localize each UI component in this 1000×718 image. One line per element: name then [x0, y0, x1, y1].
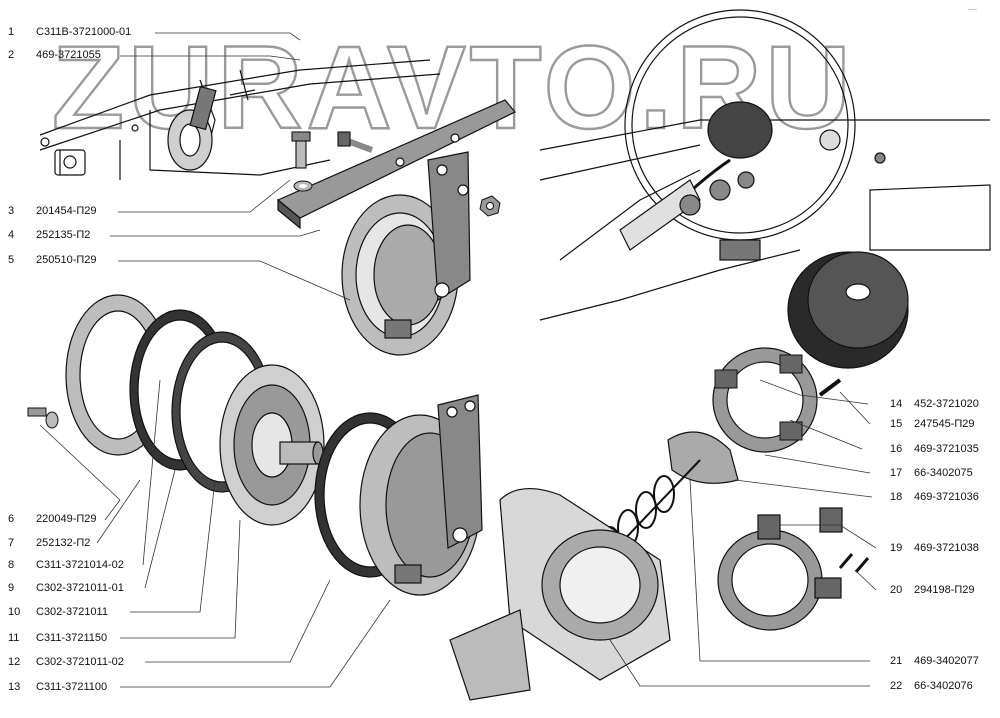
part-label-7: 7 252132-П2: [8, 537, 90, 550]
part-code: С311-3721014-02: [36, 559, 124, 571]
leader-lines: [39, 32, 877, 688]
part-label-9: 9 С302-3721011-01: [8, 582, 124, 595]
part-number: 17: [890, 467, 903, 479]
part-number: 19: [890, 542, 903, 554]
part-number: 22: [890, 680, 903, 692]
part-code: 469-3721036: [914, 491, 979, 503]
part-number: 15: [890, 418, 903, 430]
part-code: С302-3721011-01: [36, 582, 124, 594]
part-number: 11: [8, 632, 20, 644]
part-code: 201454-П29: [36, 205, 97, 217]
part-label-5: 5 250510-П29: [8, 254, 97, 267]
corner-mark: ---: [968, 4, 977, 14]
part-code: 252132-П2: [36, 537, 91, 549]
part-code: 294198-П29: [914, 584, 975, 596]
part-code: 66-3402075: [914, 467, 973, 479]
part-number: 10: [8, 606, 21, 618]
screw-part-15: [818, 378, 842, 397]
part-number: 14: [890, 398, 903, 410]
part-code: 220049-П29: [36, 513, 97, 525]
part-label-15: 15 247545-П29: [890, 418, 975, 431]
part-number: 16: [890, 443, 903, 455]
part-label-16: 16 469-3721035: [890, 443, 979, 456]
part-code: С311-3721150: [36, 632, 108, 644]
part-number: 8: [8, 559, 15, 571]
vehicle-dashboard: [539, 9, 991, 321]
part-number: 5: [8, 254, 15, 266]
part-number: 12: [8, 656, 21, 668]
part-number: 6: [8, 513, 15, 525]
part-label-11: 11 С311-3721150: [8, 632, 107, 645]
part-label-8: 8 С311-3721014-02: [8, 559, 124, 572]
part-code: 66-3402076: [914, 680, 973, 692]
part-code: С311В-3721000-01: [36, 26, 132, 38]
part-label-3: 3 201454-П29: [8, 205, 97, 218]
part-label-19: 19 469-3721038: [890, 542, 979, 555]
part-number: 1: [8, 26, 15, 38]
horn-contact-plate-part-18: [667, 431, 739, 484]
part-label-6: 6 220049-П29: [8, 513, 97, 526]
part-code: С302-3721011-02: [36, 656, 124, 668]
part-code: С302-3721011: [36, 606, 108, 618]
part-label-14: 14 452-3721020: [890, 398, 979, 411]
part-number: 7: [8, 537, 15, 549]
part-label-10: 10 С302-3721011: [8, 606, 108, 619]
nut-part-5: [479, 195, 501, 217]
part-number: 21: [890, 655, 903, 667]
part-number: 4: [8, 229, 15, 241]
part-number: 18: [890, 491, 903, 503]
part-label-12: 12 С302-3721011-02: [8, 656, 124, 669]
part-code: 469-3721035: [914, 443, 979, 455]
part-label-13: 13 С311-3721100: [8, 681, 107, 694]
part-code: 469-3721055: [36, 49, 101, 61]
part-number: 20: [890, 584, 903, 596]
contact-ring-part-19: [717, 507, 843, 631]
part-label-20: 20 294198-П29: [890, 584, 975, 597]
part-label-2: 2 469-3721055: [8, 49, 101, 62]
part-code: 247545-П29: [914, 418, 975, 430]
part-code: С311-3721100: [36, 681, 108, 693]
part-label-21: 21 469-3402077: [890, 655, 979, 668]
horn-button-cap-part-14: [787, 251, 909, 369]
horn-body-part-13: [359, 394, 483, 596]
bolt-part-6: [27, 407, 59, 429]
steering-hub-part-22: [449, 487, 671, 701]
part-label-4: 4 252135-П2: [8, 229, 90, 242]
part-code: 252135-П2: [36, 229, 91, 241]
part-code: 452-3721020: [914, 398, 979, 410]
part-label-17: 17 66-3402075: [890, 467, 973, 480]
washer-part-4: [293, 180, 313, 192]
bolt-part-3: [291, 131, 374, 169]
part-code: 469-3721038: [914, 542, 979, 554]
part-number: 2: [8, 49, 15, 61]
horn-bracket: [276, 99, 516, 230]
part-label-1: 1 С311В-3721000-01: [8, 26, 131, 39]
part-number: 9: [8, 582, 15, 594]
part-code: 250510-П29: [36, 254, 97, 266]
contact-block-part-16: [714, 354, 803, 441]
membrane-part-11: [219, 364, 325, 526]
part-label-22: 22 66-3402076: [890, 680, 973, 693]
horn-assembly-upper: [341, 151, 471, 356]
part-label-18: 18 469-3721036: [890, 491, 979, 504]
part-code: 469-3402077: [914, 655, 979, 667]
part-number: 3: [8, 205, 15, 217]
screw-part-20: [838, 553, 870, 573]
part-number: 13: [8, 681, 21, 693]
vehicle-front-panel: [39, 59, 441, 180]
